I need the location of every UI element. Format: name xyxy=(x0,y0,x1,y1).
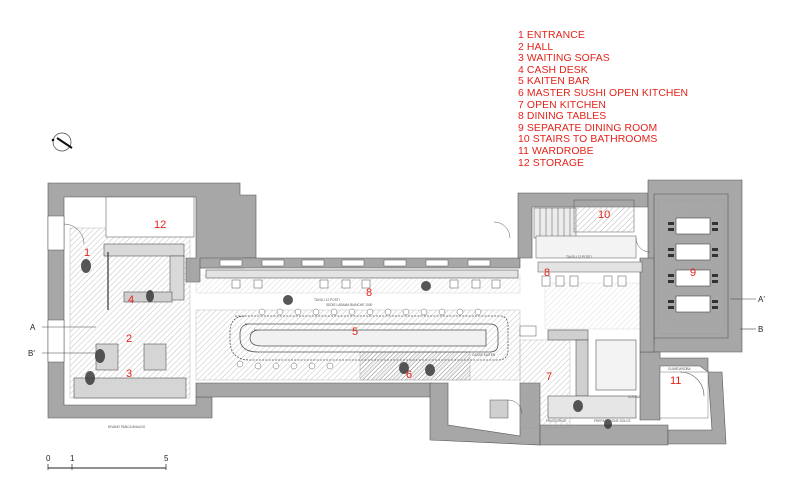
kaiten-stools xyxy=(236,308,482,370)
scale-bar: 0 1 5 xyxy=(46,454,169,470)
section-b-left: B' xyxy=(28,349,35,358)
legend-item-storage: 12 STORAGE xyxy=(518,157,585,169)
room-label-5: 5 xyxy=(352,326,358,338)
section-a-left: A xyxy=(30,323,36,332)
scale-0: 0 xyxy=(46,454,51,463)
storage-room xyxy=(105,196,195,238)
wardrobe xyxy=(659,371,709,419)
room-label-11: 11 xyxy=(670,375,681,387)
note-entrance: DIVANO PANCA ANALDO xyxy=(108,425,146,429)
section-b-right: B xyxy=(758,325,763,334)
note-kaiten: CASSE KAITEN xyxy=(472,353,496,357)
legend-item-entrance: 1 ENTRANCE xyxy=(518,30,585,41)
dining-bench xyxy=(205,269,519,289)
right-dining-tables xyxy=(519,261,643,337)
room-label-9: 9 xyxy=(690,267,696,279)
room-label-2: 2 xyxy=(126,333,132,345)
legend-item-dining-tables: 8 DINING TABLES xyxy=(518,111,607,123)
private-room-tables xyxy=(675,217,711,313)
stairs xyxy=(533,199,637,259)
room-number-labels: 1 2 3 4 5 6 7 8 8 9 10 11 12 xyxy=(84,209,696,387)
legend-item-hall: 2 HALL xyxy=(518,41,554,53)
scale-1: 1 xyxy=(70,454,75,463)
legend-item-wardrobe: 11 WARDROBE xyxy=(518,145,594,157)
legend-item-waiting-sofas: 3 WAITING SOFAS xyxy=(518,53,610,65)
open-kitchen xyxy=(547,329,637,419)
legend-item-master-sushi: 6 MASTER SUSHI OPEN KITCHEN xyxy=(518,87,689,99)
room-label-10: 10 xyxy=(598,209,610,221)
room-label-1: 1 xyxy=(84,247,90,259)
note-friggitrice: FRIGGITRICE xyxy=(546,419,567,423)
room-legend: 1 ENTRANCE 2 HALL 3 WAITING SOFAS 4 CASH… xyxy=(518,30,688,169)
windows-top xyxy=(219,259,491,267)
note-cucina: CUCINA xyxy=(628,395,641,399)
private-room-chairs xyxy=(668,222,718,309)
room-label-4: 4 xyxy=(128,294,134,306)
room-label-6: 6 xyxy=(406,369,412,381)
figures xyxy=(81,259,612,429)
room-label-8b: 8 xyxy=(544,267,550,279)
scale-5: 5 xyxy=(164,454,169,463)
legend-item-stairs: 10 STAIRS TO BATHROOMS xyxy=(518,134,658,146)
kaiten-bar xyxy=(229,315,509,361)
doors xyxy=(63,221,651,419)
section-a-right: A' xyxy=(758,295,765,304)
north-arrow-icon xyxy=(51,132,73,152)
entrance-openings xyxy=(47,215,65,363)
room-label-12: 12 xyxy=(154,219,166,231)
note-tavoli-top: TAVOLI 12 POSTI xyxy=(314,298,340,302)
note-seats-row: SEDIE LABAMA BIANCHE 1000 xyxy=(326,303,372,307)
section-lines xyxy=(42,298,756,354)
note-wardrobe: GUARDAROBA xyxy=(668,367,692,371)
legend-item-separate-dining: 9 SEPARATE DINING ROOM xyxy=(518,122,658,134)
note-tavoli-right: TAVOLI 12 POSTI xyxy=(566,255,592,259)
room-label-3: 3 xyxy=(126,368,132,380)
legend-item-cash-desk: 4 CASH DESK xyxy=(518,64,588,76)
legend-item-open-kitchen: 7 OPEN KITCHEN xyxy=(518,99,607,111)
note-preparazione: PREPARAZIONE DOLCE xyxy=(594,419,631,423)
legend-item-kaiten-bar: 5 KAITEN BAR xyxy=(518,76,590,88)
room-label-7: 7 xyxy=(546,371,552,383)
room-label-8: 8 xyxy=(366,287,372,299)
